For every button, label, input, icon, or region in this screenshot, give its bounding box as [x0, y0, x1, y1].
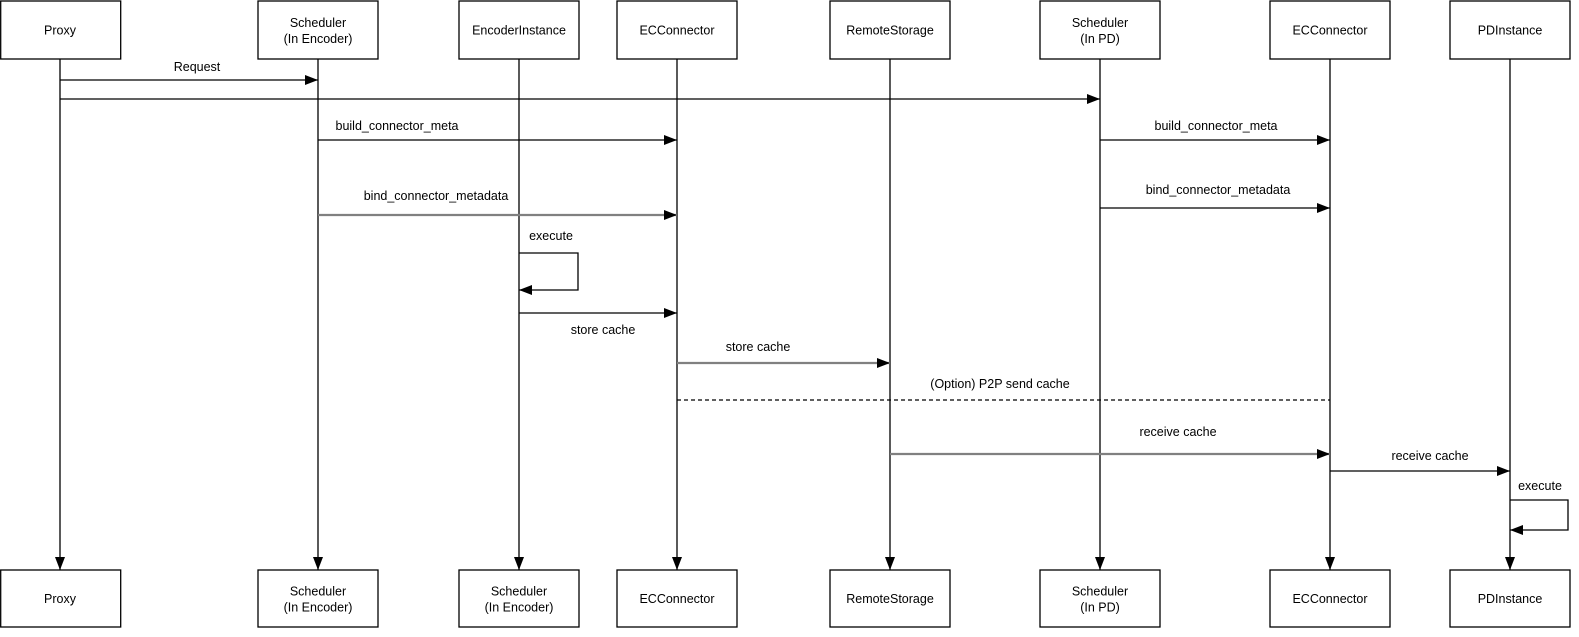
actor-box-bottom-encoder-instance [458, 569, 580, 628]
actor-label-top-pd-instance: PDInstance [1478, 24, 1543, 38]
actor-label-bottom-scheduler-in-encoder: (In Encoder) [284, 601, 353, 615]
actor-box-bottom-scheduler-in-pd [1039, 569, 1161, 628]
actor-label-top-scheduler-in-pd: Scheduler [1072, 16, 1128, 30]
actor-box-top-ec-connector-encoder [616, 0, 738, 60]
actor-label-bottom-encoder-instance: (In Encoder) [485, 601, 554, 615]
message-label-receive-cache-remote: receive cache [1139, 425, 1216, 439]
actor-box-top-scheduler-in-encoder [257, 0, 379, 60]
self-loop-execute-pd [1510, 499, 1569, 535]
actor-label-top-scheduler-in-encoder: Scheduler [290, 16, 346, 30]
actor-box-top-remote-storage [829, 0, 951, 60]
actor-label-bottom-proxy: Proxy [44, 592, 77, 606]
actor-label-top-scheduler-in-pd: (In PD) [1080, 32, 1120, 46]
actor-box-bottom-pd-instance [1449, 569, 1571, 628]
message-label-store-cache-remote: store cache [726, 340, 791, 354]
actor-label-bottom-ec-connector-pd: ECConnector [1292, 592, 1367, 606]
actor-box-top-pd-instance [1449, 0, 1571, 60]
actor-box-bottom-proxy [0, 569, 122, 628]
actor-label-bottom-scheduler-in-pd: (In PD) [1080, 601, 1120, 615]
self-loop-execute-encoder [519, 252, 579, 295]
actor-box-bottom-remote-storage [829, 569, 951, 628]
self-loop-label-execute-pd: execute [1518, 479, 1562, 493]
actor-box-top-scheduler-in-pd [1039, 0, 1161, 60]
actor-label-top-ec-connector-pd: ECConnector [1292, 24, 1367, 38]
actor-box-bottom-ec-connector-encoder [616, 569, 738, 628]
actor-label-bottom-ec-connector-encoder: ECConnector [639, 592, 714, 606]
self-loop-label-execute-encoder: execute [529, 229, 573, 243]
actor-label-top-scheduler-in-encoder: (In Encoder) [284, 32, 353, 46]
actor-label-bottom-pd-instance: PDInstance [1478, 592, 1543, 606]
actor-box-top-encoder-instance [458, 0, 580, 60]
message-label-build-connector-meta-encoder: build_connector_meta [336, 119, 459, 133]
message-label-request: Request [174, 60, 221, 74]
actor-label-top-ec-connector-encoder: ECConnector [639, 24, 714, 38]
actor-label-bottom-encoder-instance: Scheduler [491, 585, 547, 599]
actor-label-bottom-scheduler-in-encoder: Scheduler [290, 585, 346, 599]
message-label-bind-connector-metadata-pd: bind_connector_metadata [1146, 183, 1291, 197]
actor-box-top-proxy [0, 0, 122, 60]
actor-label-top-proxy: Proxy [44, 24, 77, 38]
message-label-bind-connector-metadata-encoder: bind_connector_metadata [364, 189, 509, 203]
actor-box-top-ec-connector-pd [1269, 0, 1391, 60]
actor-label-top-encoder-instance: EncoderInstance [472, 24, 566, 38]
message-label-p2p-send-cache: (Option) P2P send cache [930, 377, 1069, 391]
message-label-build-connector-meta-pd: build_connector_meta [1155, 119, 1278, 133]
message-label-receive-cache-pd: receive cache [1391, 449, 1468, 463]
actor-label-bottom-remote-storage: RemoteStorage [846, 592, 934, 606]
actor-box-bottom-scheduler-in-encoder [257, 569, 379, 628]
actor-box-bottom-ec-connector-pd [1269, 569, 1391, 628]
message-label-encoder-store-cache: store cache [571, 323, 636, 337]
actor-label-bottom-scheduler-in-pd: Scheduler [1072, 585, 1128, 599]
actor-label-top-remote-storage: RemoteStorage [846, 24, 934, 38]
